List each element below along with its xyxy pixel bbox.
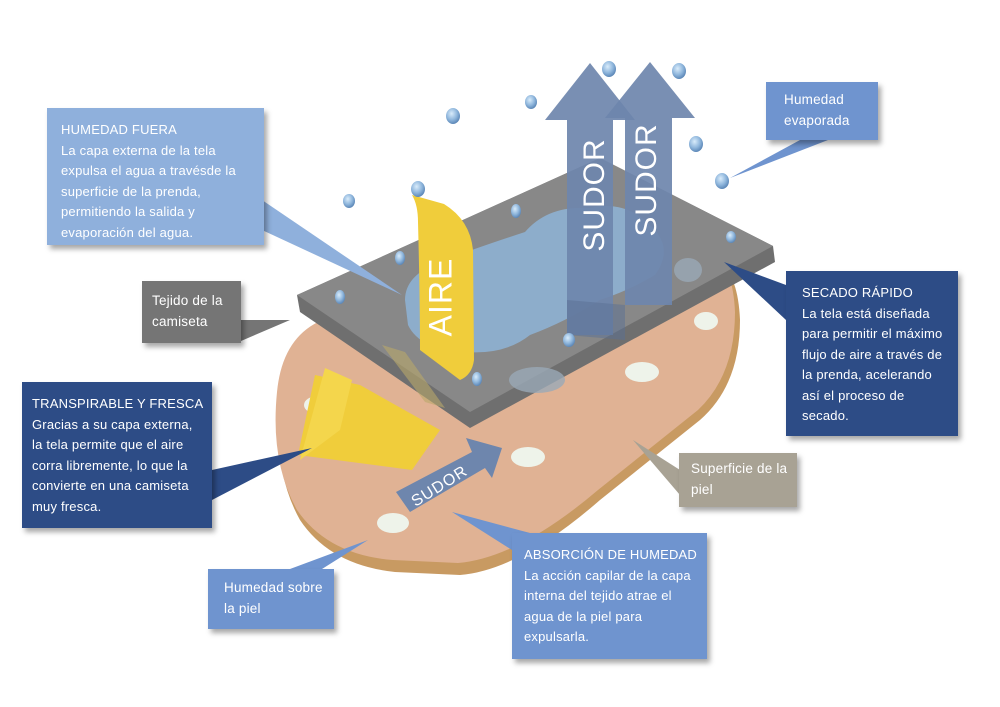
callout-absorcion: ABSORCIÓN DE HUMEDAD La acción capilar d… <box>512 533 707 659</box>
callout-text: La tela está diseñada para permitir el m… <box>802 305 943 424</box>
callout-text: Superficie de la piel <box>691 461 788 497</box>
callout-text: Humedad evaporada <box>784 92 850 128</box>
callout-humedad-fuera: HUMEDAD FUERA La capa externa de la tela… <box>47 108 264 245</box>
air-arrow-label: AIRE <box>422 257 459 337</box>
droplets <box>335 61 736 386</box>
callout-secado-rapido: SECADO RÁPIDO La tela está diseñada para… <box>786 271 958 436</box>
callout-pointers <box>212 140 828 569</box>
sweat-arrows-up <box>545 62 695 340</box>
air-arrow <box>298 195 474 470</box>
callout-text: La capa externa de la tela expulsa el ag… <box>61 142 236 240</box>
callout-text: La acción capilar de la capa interna del… <box>524 567 691 645</box>
callout-text: Humedad sobre la piel <box>224 580 323 616</box>
sweat-arrow-label-2: SUDOR <box>630 123 663 237</box>
callout-transpirable: TRANSPIRABLE Y FRESCA Gracias a su capa … <box>22 382 212 528</box>
sweat-arrow-label-1: SUDOR <box>578 138 611 252</box>
sweat-arrow-small <box>396 438 502 512</box>
callout-text: Tejido de la camiseta <box>152 293 223 329</box>
callout-title: SECADO RÁPIDO <box>802 285 913 300</box>
callout-superficie-piel: Superficie de la piel <box>679 453 797 507</box>
callout-tejido: Tejido de la camiseta <box>142 281 241 343</box>
callout-text: Gracias a su capa externa, la tela permi… <box>32 416 193 514</box>
callout-title: HUMEDAD FUERA <box>61 122 177 137</box>
callout-humedad-piel: Humedad sobre la piel <box>208 569 334 629</box>
callout-humedad-evaporada: Humedad evaporada <box>766 82 878 140</box>
callout-title: ABSORCIÓN DE HUMEDAD <box>524 547 698 562</box>
callout-title: TRANSPIRABLE Y FRESCA <box>32 396 204 411</box>
